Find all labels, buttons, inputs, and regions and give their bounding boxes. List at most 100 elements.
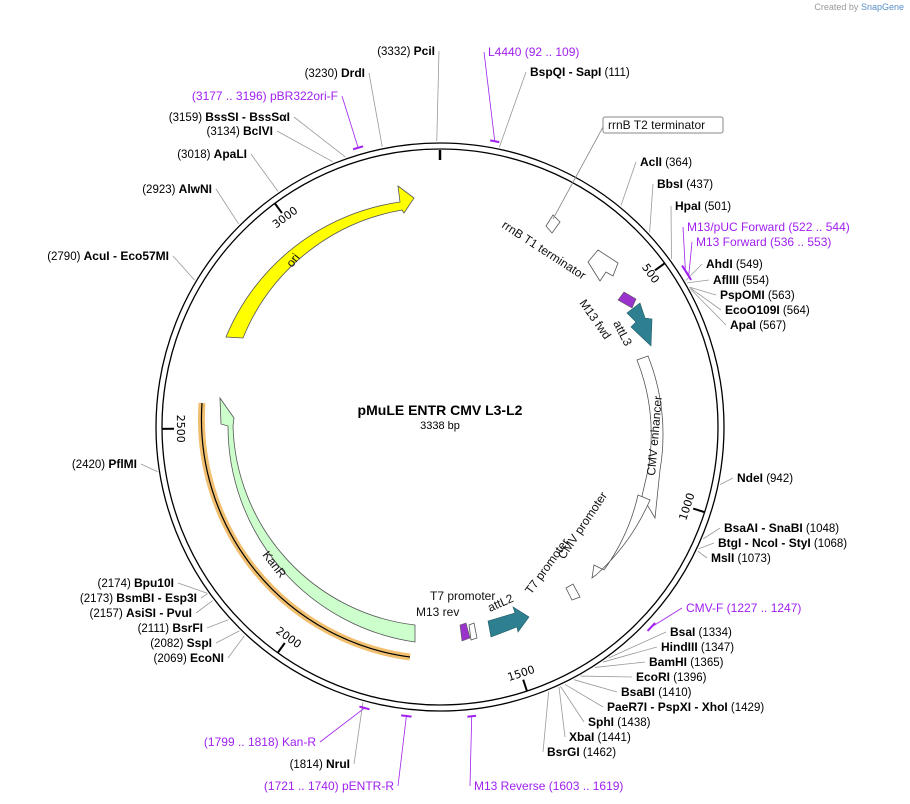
rrnb-t2-feature[interactable] [545,214,561,234]
enzyme-site[interactable]: (2082) SspI [150,636,212,650]
enzyme-site[interactable]: PspOMI (563) [720,288,795,302]
enzyme-leader [573,679,618,693]
primer-label[interactable]: M13/pUC Forward (522 .. 544) [687,220,850,234]
enzyme-name: StyI [789,536,811,550]
enzyme-site[interactable]: BspQI - SapI (111) [530,65,630,79]
m13-fwd-feature[interactable] [617,291,637,309]
primer-leader [483,51,496,142]
kanr-feature[interactable] [219,396,416,643]
enzyme-name: PciI [414,44,435,58]
primer-leader [688,241,693,276]
primer-name: L4440 [488,45,525,59]
map-length: 3338 bp [420,420,460,432]
snapgene-logo-text: SnapGene [860,2,904,12]
enzyme-site[interactable]: AflIII (554) [713,273,769,287]
enzyme-site[interactable]: (3332) PciI [377,44,435,58]
cmv-promoter-feature[interactable] [591,494,651,579]
enzyme-site[interactable]: (2923) AlwNI [142,182,212,196]
enzyme-site[interactable]: XbaI (1441) [569,730,631,744]
enzyme-site[interactable]: (1814) NruI [290,757,350,771]
enzyme-site[interactable]: AhdI (549) [706,257,763,271]
t7-promoter-left-feature[interactable] [468,622,478,641]
enzyme-site[interactable]: (2069) EcoNI [154,651,224,665]
enzyme-site[interactable]: BsaI (1334) [670,625,732,639]
enzyme-site[interactable]: BsaBI (1410) [621,685,692,699]
primer-name: M13/pUC Forward [687,220,788,234]
enzyme-site[interactable]: (2790) AcuI - Eco57MI [47,249,169,263]
enzyme-site[interactable]: (2174) Bpu10I [98,576,174,590]
cmv-enhancer-label: CMV enhancer [644,395,665,476]
enzyme-site[interactable]: (2420) PflMI [72,457,137,471]
enzyme-name: HpaI [675,199,701,213]
enzyme-site[interactable]: SphI (1438) [588,715,651,729]
ori-feature[interactable] [225,185,415,339]
enzyme-site[interactable]: BsaAI - SnaBI (1048) [724,521,839,535]
enzyme-position: (3018) [177,149,213,161]
enzyme-name: PspXI [658,700,691,714]
enzyme-position: (2111) [138,623,173,635]
attl2-feature[interactable] [487,606,530,638]
enzyme-site[interactable]: EcoRI (1396) [636,670,707,684]
cmv-enhancer-feature[interactable] [636,355,664,520]
enzyme-name: - [741,536,752,550]
primer-leader [319,707,365,743]
enzyme-site[interactable]: BsrGI (1462) [547,745,616,759]
primer-bar [359,705,370,711]
enzyme-name: EcoO109I [725,303,780,317]
enzyme-site[interactable]: (3018) ApaLI [177,147,247,161]
enzyme-site[interactable]: BtgI - NcoI - StyI (1068) [718,536,847,550]
enzyme-leader [697,550,708,559]
credit-prefix: Created by [814,2,859,12]
primer-bar [685,271,692,281]
primer-label[interactable]: (1721 .. 1740) pENTR-R [264,779,394,793]
enzyme-position: (1365) [687,657,724,669]
enzyme-position: (2069) [154,653,190,665]
primer-label[interactable]: M13 Forward (536 .. 553) [696,235,831,249]
enzyme-leader [436,50,440,142]
enzyme-site[interactable]: (3230) DrdI [305,66,365,80]
tick-label: 2500 [174,415,187,443]
enzyme-site[interactable]: HindIII (1347) [661,640,734,654]
enzyme-site[interactable]: (3134) BclVI [207,124,273,138]
enzyme-position: (942) [763,473,793,485]
enzyme-name: BtgI [718,536,741,550]
enzyme-name: Bpu10I [134,576,174,590]
enzyme-site[interactable]: ApaI (567) [730,318,786,332]
attl3-feature[interactable] [626,302,653,347]
enzyme-leader [602,646,658,663]
enzyme-leader [140,463,158,473]
enzyme-name: AcuI [84,249,110,263]
enzyme-site[interactable]: AclI (364) [640,155,692,169]
primer-label[interactable]: (1799 .. 1818) Kan-R [204,735,316,749]
enzyme-leader [172,255,195,281]
enzyme-site[interactable]: (2157) AsiSI - PvuI [90,606,192,620]
primer-label[interactable]: CMV-F (1227 .. 1247) [686,601,801,615]
enzyme-site[interactable]: EcoO109I (564) [725,303,810,317]
t7-promoter-left-label: T7 promoter [430,589,495,603]
t7-promoter-right-feature[interactable] [565,583,581,601]
rrnb-t2-label-box: rrnB T2 terminator [552,116,724,220]
enzyme-site[interactable]: (2173) BsmBI - Esp3I [80,591,197,605]
primer-label[interactable]: (3177 .. 3196) pBR322ori-F [192,89,338,103]
primer-label[interactable]: L4440 (92 .. 109) [488,45,579,59]
enzyme-site[interactable]: BbsI (437) [657,177,713,191]
enzyme-position: (549) [733,259,763,271]
primer-leader [651,607,683,628]
m13-rev-feature[interactable] [459,622,471,642]
enzyme-site[interactable]: (2111) BsrFI [138,621,203,635]
enzyme-name: BsaI [670,625,695,639]
enzyme-leader [702,527,721,540]
enzyme-name: DrdI [341,66,365,80]
enzyme-site[interactable]: PaeR7I - PspXI - XhoI (1429) [607,700,764,714]
enzyme-site[interactable]: (3159) BssSI - BssSαI [169,110,290,124]
primer-bar [467,714,477,718]
enzyme-site[interactable]: MslI (1073) [711,551,771,565]
enzyme-leader [698,542,715,550]
rrnb-t1-feature[interactable] [587,249,619,282]
primer-label[interactable]: M13 Reverse (1603 .. 1619) [474,779,623,793]
enzyme-site[interactable]: HpaI (501) [675,199,731,213]
primer-name: M13 Forward [696,235,770,249]
kan-promoter-line [200,402,411,658]
enzyme-site[interactable]: NdeI (942) [737,471,793,485]
enzyme-site[interactable]: BamHI (1365) [649,655,724,669]
